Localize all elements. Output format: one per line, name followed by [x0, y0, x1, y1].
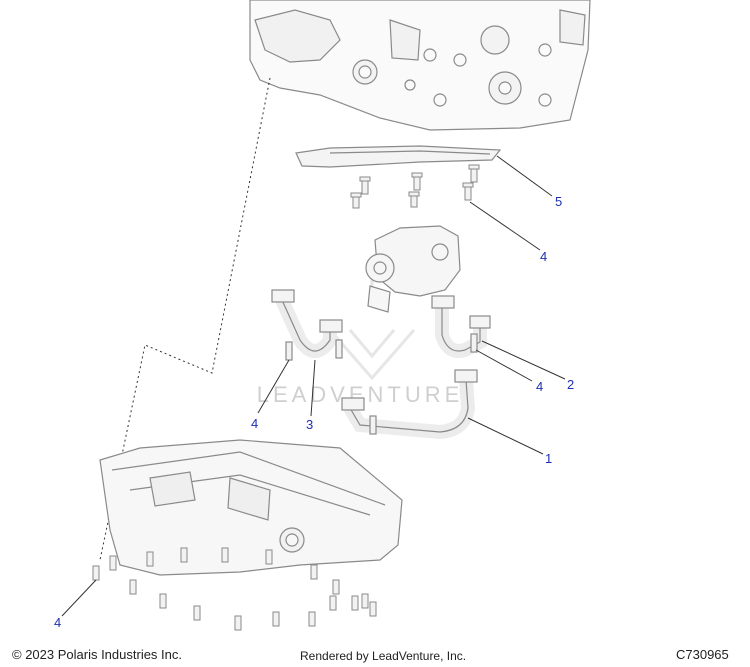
callout-4-pump-bolts: 4 [540, 249, 548, 264]
oil-pump [365, 225, 461, 313]
oil-pan [99, 439, 403, 576]
engine-block [249, 0, 591, 131]
footer-copyright: © 2023 Polaris Industries Inc. [12, 647, 182, 662]
callout-4-right-bolt: 4 [536, 379, 544, 394]
gasket-plate [295, 145, 502, 168]
callout-3-pickup-tube: 3 [306, 417, 314, 432]
callout-1-pickup-tube: 1 [545, 451, 553, 466]
gasket-bolts [350, 164, 480, 209]
pickup-tube-1 [341, 369, 478, 440]
callout-5-gasket: 5 [555, 194, 563, 209]
footer-diagram-code: C730965 [676, 647, 729, 662]
footer-rendered-by: Rendered by LeadVenture, Inc. [300, 649, 467, 663]
callout-4-left-bolt: 4 [251, 416, 259, 431]
callout-4-pan-bolts: 4 [54, 615, 62, 630]
pickup-tube-2 [431, 295, 491, 358]
leader-lines [61, 155, 566, 617]
callout-2-pickup-tube: 2 [567, 377, 575, 392]
pickup-tube-3 [271, 289, 343, 361]
pan-bolts [92, 547, 377, 631]
assembly-guide-line [99, 77, 271, 561]
